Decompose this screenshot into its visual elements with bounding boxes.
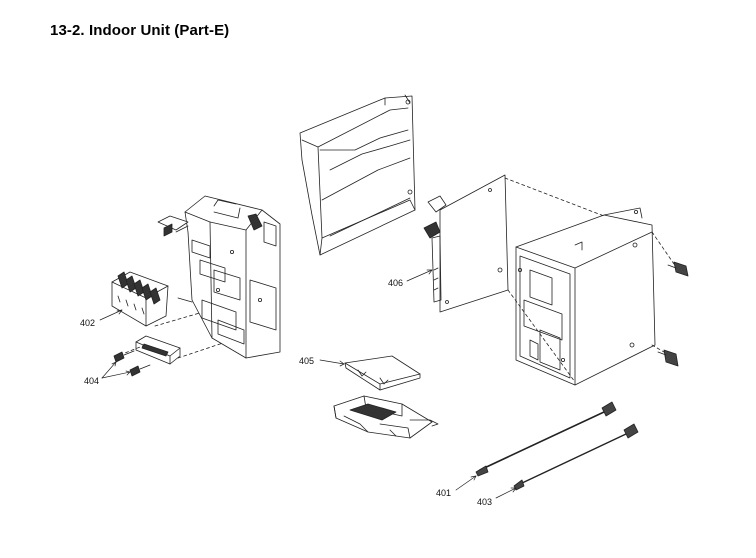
- screw-404-b: [129, 364, 151, 377]
- page-title: 13-2. Indoor Unit (Part-E): [50, 22, 230, 39]
- top-cover-part: [299, 94, 416, 256]
- sensor-housing: [333, 395, 439, 439]
- terminal-plate: [135, 335, 181, 365]
- part-label-404: 404: [84, 376, 100, 386]
- main-bracket-frame: [157, 195, 281, 359]
- connector-upper: [667, 261, 689, 277]
- leader-arrows: [99, 269, 517, 499]
- cover-plate-405: [344, 355, 421, 391]
- sensor-cable-401: [475, 401, 617, 477]
- part-label-402: 402: [80, 318, 96, 328]
- sensor-cable-403: [513, 423, 639, 491]
- part-label-401: 401: [436, 488, 452, 498]
- control-box-part: [515, 207, 656, 386]
- pcb-board-406: [423, 174, 509, 313]
- part-label-405: 405: [299, 356, 315, 366]
- part-label-403: 403: [477, 497, 493, 507]
- connector-lower: [657, 349, 679, 367]
- part-label-406: 406: [388, 278, 404, 288]
- terminal-block-402: [111, 271, 169, 327]
- screw-404-a: [113, 350, 135, 363]
